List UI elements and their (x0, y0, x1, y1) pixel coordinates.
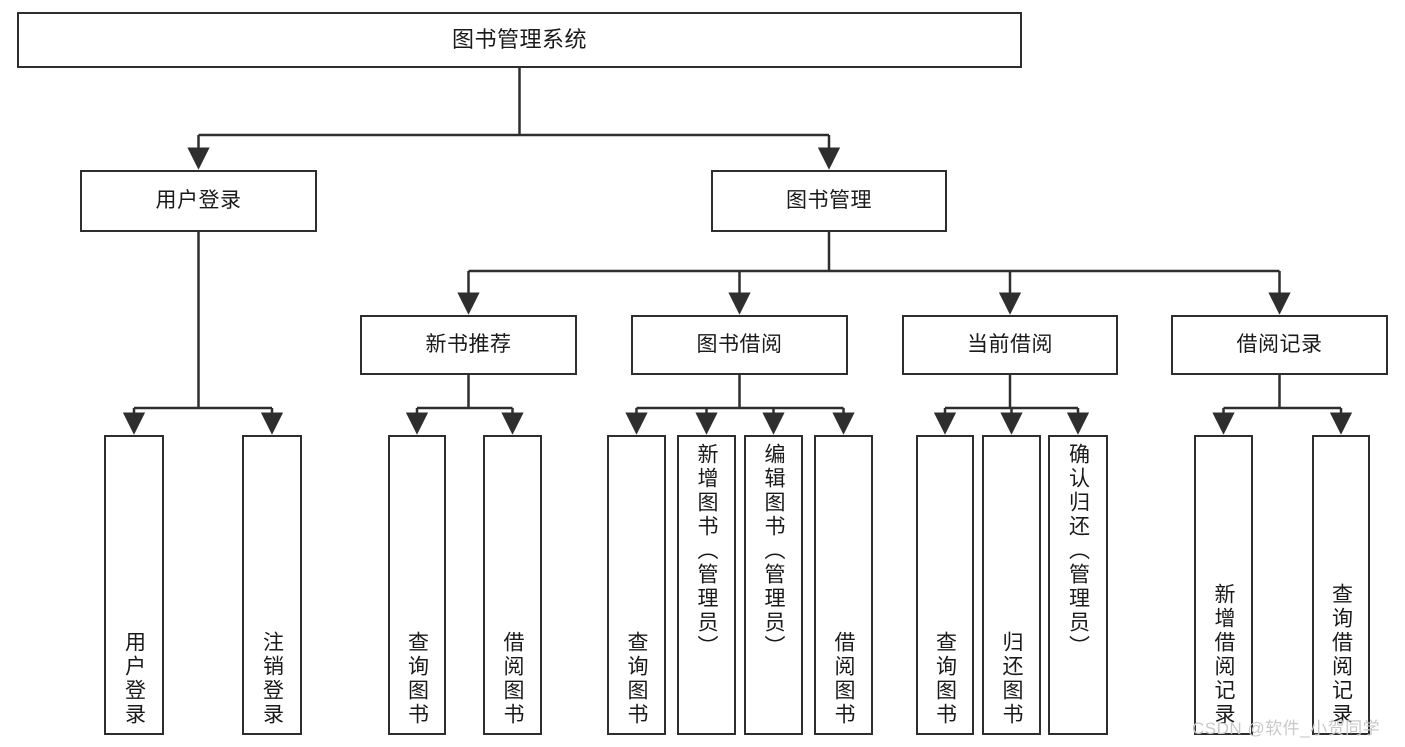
node-label: 图书管理 (786, 188, 872, 212)
node-label: 借阅图书 (501, 631, 524, 727)
level1-node-0[interactable]: 用户登录 (80, 170, 317, 232)
node-label: 确认归还（管理员） (1066, 443, 1090, 659)
leaf-node-0[interactable]: 用户登录 (104, 435, 164, 735)
leaf-node-5[interactable]: 新增图书（管理员） (677, 435, 736, 735)
leaf-node-1[interactable]: 注销登录 (242, 435, 302, 735)
level2-node-2[interactable]: 当前借阅 (902, 315, 1118, 375)
node-label: 图书管理系统 (451, 27, 587, 53)
leaf-node-11[interactable]: 新增借阅记录 (1194, 435, 1253, 735)
node-label: 注销登录 (260, 631, 284, 727)
leaf-node-7[interactable]: 借阅图书 (814, 435, 873, 735)
node-label: 新增图书（管理员） (695, 443, 718, 659)
node-label: 归还图书 (1000, 631, 1023, 727)
level2-node-3[interactable]: 借阅记录 (1171, 315, 1388, 375)
node-label: 用户登录 (155, 188, 242, 212)
leaf-node-8[interactable]: 查询图书 (916, 435, 974, 735)
node-label: 查询借阅记录 (1329, 583, 1353, 727)
csdn-watermark: CSDN @软件_小贺同学 (1192, 719, 1381, 738)
root-node[interactable]: 图书管理系统 (17, 12, 1022, 68)
node-label: 查询图书 (933, 631, 957, 727)
leaf-node-6[interactable]: 编辑图书（管理员） (744, 435, 803, 735)
leaf-node-4[interactable]: 查询图书 (607, 435, 666, 735)
level2-node-0[interactable]: 新书推荐 (360, 315, 577, 375)
node-label: 当前借阅 (967, 332, 1053, 356)
leaf-node-2[interactable]: 查询图书 (388, 435, 446, 735)
leaf-node-3[interactable]: 借阅图书 (483, 435, 542, 735)
leaf-node-9[interactable]: 归还图书 (982, 435, 1041, 735)
node-label: 查询图书 (405, 631, 429, 727)
node-label: 新增借阅记录 (1212, 583, 1235, 727)
node-label: 编辑图书（管理员） (762, 443, 785, 659)
node-label: 查询图书 (625, 631, 648, 727)
level1-node-1[interactable]: 图书管理 (711, 170, 947, 232)
leaf-node-10[interactable]: 确认归还（管理员） (1048, 435, 1108, 735)
level2-node-1[interactable]: 图书借阅 (631, 315, 848, 375)
node-label: 借阅记录 (1236, 332, 1323, 356)
node-label: 新书推荐 (425, 332, 512, 356)
node-label: 借阅图书 (832, 631, 855, 727)
node-label: 用户登录 (122, 631, 146, 727)
leaf-node-12[interactable]: 查询借阅记录 (1312, 435, 1370, 735)
node-label: 图书借阅 (696, 332, 783, 356)
